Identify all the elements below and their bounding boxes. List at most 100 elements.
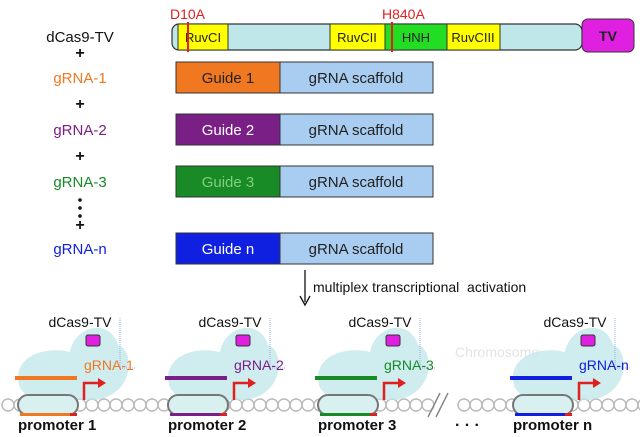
scaffold-label: gRNA scaffold	[309, 70, 404, 87]
guide-strand	[15, 376, 77, 380]
promoter-bubble	[512, 394, 574, 416]
ellipsis: · · ·	[455, 417, 480, 434]
dna-helix-segment	[409, 398, 423, 412]
dna-helix-segment	[121, 398, 135, 412]
domain-label: HNH	[402, 30, 430, 45]
promoter-bubble	[167, 394, 229, 416]
tv-domain	[581, 18, 635, 53]
domain-hnh	[384, 23, 448, 51]
target-strand	[170, 413, 220, 416]
dcas9-label: dCas9-TV	[46, 29, 114, 46]
plus-sign: +	[75, 148, 84, 165]
unit-grna-label: gRNA-2	[234, 357, 284, 373]
scaffold-label: gRNA scaffold	[309, 122, 404, 139]
pam-site	[70, 413, 77, 416]
continuation-dot	[78, 206, 82, 210]
scaffold-label: gRNA scaffold	[309, 174, 404, 191]
plus-sign: +	[75, 45, 84, 62]
dna-helix-segment	[97, 398, 111, 412]
complex-label: dCas9-TV	[543, 314, 607, 330]
guide-strand	[315, 376, 377, 380]
promoter-unit: dCas9-TV gRNA-3 promoter 3	[315, 314, 435, 434]
complex-label: dCas9-TV	[198, 314, 262, 330]
guide-strand	[510, 376, 572, 380]
unit-grna-label: gRNA-3	[384, 357, 434, 373]
grna-label: gRNA-1	[53, 70, 106, 87]
dna-helix-segment	[253, 398, 267, 412]
promoter-label: promoter 1	[18, 417, 96, 434]
arrow-head	[299, 295, 311, 307]
scaffold-label: gRNA scaffold	[309, 241, 404, 258]
break-mark	[427, 392, 449, 418]
pam-site	[220, 413, 227, 416]
dna-helix-segment	[289, 398, 303, 412]
dna-helix-segment	[589, 398, 603, 412]
scaffold-box	[279, 113, 434, 146]
target-strand	[320, 413, 370, 416]
scaffold-box	[279, 232, 434, 265]
transcription-start-arrow	[577, 381, 595, 400]
complex-label: dCas9-TV	[348, 314, 412, 330]
dna-helix-segment	[301, 398, 315, 412]
grna-structure	[269, 318, 285, 369]
tv-label: TV	[599, 28, 618, 44]
promoter-label: promoter 2	[168, 417, 246, 434]
chromosome-watermark: Chromosome	[455, 344, 539, 360]
plus-sign: +	[75, 96, 84, 113]
guide-label: Guide 2	[202, 122, 255, 139]
grna-label: gRNA-3	[53, 174, 106, 191]
guide-box	[175, 165, 281, 198]
domain-ruvciii	[446, 23, 501, 51]
guide-box	[175, 232, 281, 265]
domain-label: RuvCII	[337, 30, 377, 45]
target-strand	[515, 413, 565, 416]
domain-ruvci	[177, 23, 229, 51]
dna-helix-segment	[469, 398, 483, 412]
dna-helix-segment	[109, 398, 123, 412]
mutation-h840a: H840A	[382, 6, 425, 22]
dna-helix-segment	[637, 399, 640, 411]
tv-domain	[385, 334, 401, 347]
dna-helix-segment	[277, 398, 291, 412]
guide-strand	[165, 376, 227, 380]
dna-helix-segment	[577, 398, 591, 412]
tv-domain	[85, 334, 101, 347]
pam-site	[565, 413, 572, 416]
domain-label: RuvCIII	[451, 30, 494, 45]
domain-ruvcii	[329, 23, 386, 51]
arrow-head	[98, 378, 106, 388]
continuation-dot	[78, 198, 82, 202]
continuation-dot	[78, 214, 82, 218]
transcription-start-arrow	[382, 381, 400, 400]
promoter-bubble	[17, 394, 79, 416]
dna-helix-segment	[481, 398, 495, 412]
guide-label: Guide n	[202, 241, 255, 258]
promoter-label: promoter 3	[318, 417, 396, 434]
plus-sign: +	[75, 217, 84, 234]
transcription-start-arrow	[82, 381, 100, 400]
dna-helix-segment	[145, 398, 159, 412]
dna-helix-segment	[1, 398, 15, 412]
dna-helix-segment	[601, 398, 615, 412]
tv-domain	[580, 334, 596, 347]
grna-structure	[119, 318, 135, 369]
guide-label: Guide 3	[202, 174, 255, 191]
dna-helix-segment	[625, 398, 639, 412]
domain-label: RuvCI	[185, 30, 221, 45]
dna-helix-segment	[397, 398, 411, 412]
arrow-head	[398, 378, 406, 388]
dna-helix-segment	[613, 398, 627, 412]
unit-grna-label: gRNA-n	[579, 357, 629, 373]
tv-domain	[235, 334, 251, 347]
guide-box	[175, 113, 281, 146]
arrow-head	[593, 378, 601, 388]
target-strand	[20, 413, 70, 416]
grna-label: gRNA-n	[53, 241, 106, 258]
mutation-d10a: D10A	[170, 6, 206, 22]
guide-label: Guide 1	[202, 70, 255, 87]
complex-label: dCas9-TV	[48, 314, 112, 330]
dna-helix-segment	[265, 398, 279, 412]
arrow-label: multiplex transcriptional activation	[313, 279, 526, 295]
